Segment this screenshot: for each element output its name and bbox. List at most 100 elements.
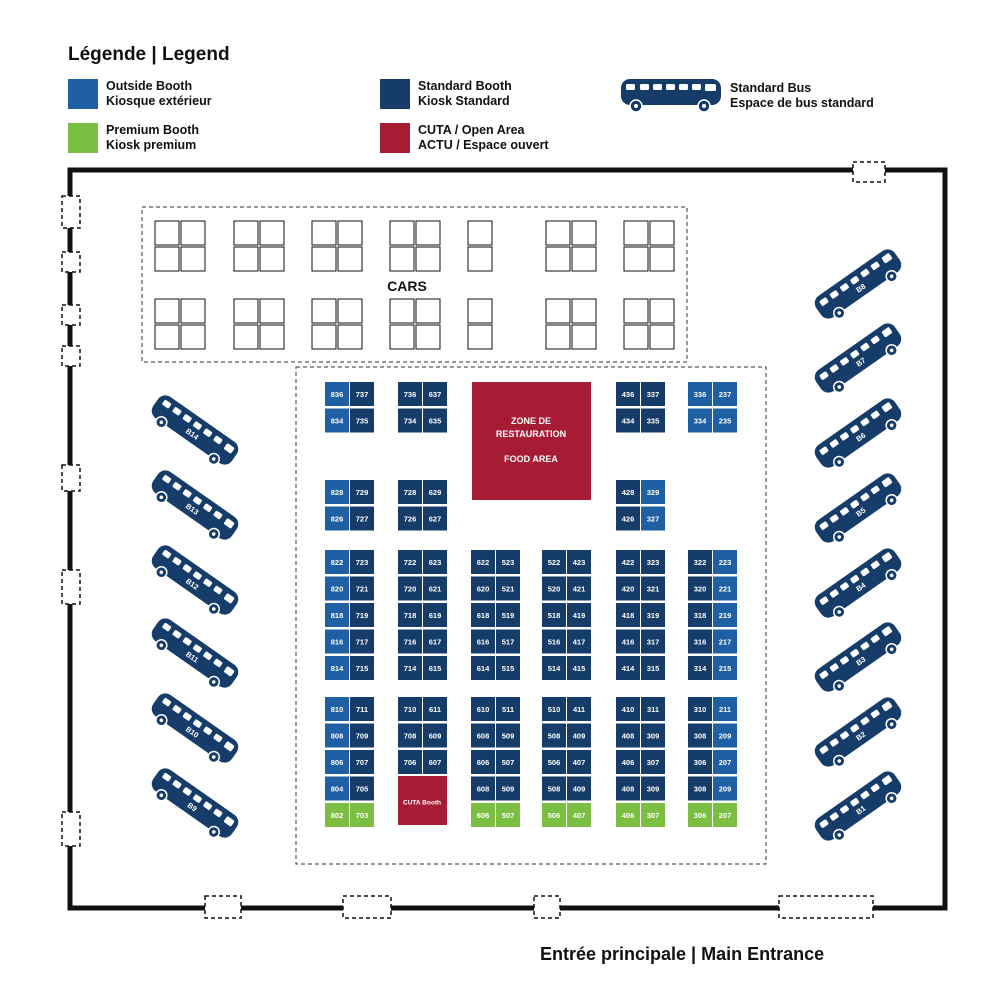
booth[interactable]: 306 <box>688 750 712 774</box>
booth[interactable]: 806 <box>325 750 349 774</box>
booth[interactable]: 721 <box>350 576 374 601</box>
bus-space[interactable]: B10 <box>145 690 242 771</box>
bus-space[interactable]: B7 <box>811 320 908 401</box>
booth[interactable]: 419 <box>567 603 591 627</box>
booth[interactable]: 506 <box>542 750 566 774</box>
bus-space[interactable]: B1 <box>811 768 908 849</box>
booth[interactable]: 710 <box>398 697 422 721</box>
booth[interactable]: 423 <box>567 550 591 574</box>
booth[interactable]: 308 <box>688 776 712 801</box>
bus-space[interactable]: B14 <box>145 392 242 473</box>
booth[interactable]: 621 <box>423 576 447 601</box>
booth[interactable]: 608 <box>471 776 495 801</box>
booth[interactable]: 334 <box>688 408 712 433</box>
booth[interactable]: 521 <box>496 576 520 601</box>
booth[interactable]: 311 <box>641 697 665 721</box>
booth[interactable]: 308 <box>688 723 712 748</box>
booth[interactable]: 834 <box>325 408 349 433</box>
booth[interactable]: 322 <box>688 550 712 574</box>
booth[interactable]: 416 <box>616 629 640 654</box>
booth[interactable]: 518 <box>542 603 566 627</box>
booth[interactable]: 828 <box>325 480 349 504</box>
booth[interactable]: 315 <box>641 656 665 680</box>
booth[interactable]: 223 <box>713 550 737 574</box>
booth[interactable]: 723 <box>350 550 374 574</box>
booth[interactable]: 306 <box>688 803 712 827</box>
booth[interactable]: 708 <box>398 723 422 748</box>
booth[interactable]: 329 <box>641 480 665 504</box>
booth[interactable]: 716 <box>398 629 422 654</box>
booth[interactable]: 614 <box>471 656 495 680</box>
booth[interactable]: 217 <box>713 629 737 654</box>
booth[interactable]: 406 <box>616 750 640 774</box>
booth[interactable]: 629 <box>423 480 447 504</box>
bus-space[interactable]: B4 <box>811 545 908 626</box>
booth[interactable]: 622 <box>471 550 495 574</box>
booth[interactable]: 619 <box>423 603 447 627</box>
booth[interactable]: 406 <box>616 803 640 827</box>
booth[interactable]: 722 <box>398 550 422 574</box>
booth[interactable]: 408 <box>616 776 640 801</box>
booth[interactable]: 327 <box>641 506 665 531</box>
booth[interactable]: 307 <box>641 750 665 774</box>
booth[interactable]: 706 <box>398 750 422 774</box>
booth[interactable]: 519 <box>496 603 520 627</box>
booth[interactable]: 620 <box>471 576 495 601</box>
booth[interactable]: 635 <box>423 408 447 433</box>
booth[interactable]: 814 <box>325 656 349 680</box>
booth[interactable]: 207 <box>713 803 737 827</box>
booth[interactable]: 414 <box>616 656 640 680</box>
booth[interactable]: 434 <box>616 408 640 433</box>
booth[interactable]: 314 <box>688 656 712 680</box>
booth[interactable]: 415 <box>567 656 591 680</box>
booth[interactable]: 810 <box>325 697 349 721</box>
booth[interactable]: 426 <box>616 506 640 531</box>
booth[interactable]: 608 <box>471 723 495 748</box>
booth[interactable]: 737 <box>350 382 374 406</box>
booth[interactable]: 520 <box>542 576 566 601</box>
booth[interactable]: 709 <box>350 723 374 748</box>
booth[interactable]: 711 <box>350 697 374 721</box>
bus-space[interactable]: B8 <box>811 246 908 327</box>
booth[interactable]: 407 <box>567 750 591 774</box>
booth[interactable]: 728 <box>398 480 422 504</box>
booth[interactable]: 523 <box>496 550 520 574</box>
booth[interactable]: 715 <box>350 656 374 680</box>
booth[interactable]: 618 <box>471 603 495 627</box>
booth[interactable]: 726 <box>398 506 422 531</box>
booth[interactable]: 736 <box>398 382 422 406</box>
booth[interactable]: 719 <box>350 603 374 627</box>
booth[interactable]: 717 <box>350 629 374 654</box>
booth[interactable]: 420 <box>616 576 640 601</box>
bus-space[interactable]: B5 <box>811 470 908 551</box>
booth[interactable]: 209 <box>713 776 737 801</box>
booth[interactable]: 515 <box>496 656 520 680</box>
bus-space[interactable]: B11 <box>145 615 242 696</box>
booth[interactable]: 335 <box>641 408 665 433</box>
bus-space[interactable]: B9 <box>145 765 242 846</box>
booth[interactable]: 514 <box>542 656 566 680</box>
booth[interactable]: 323 <box>641 550 665 574</box>
booth[interactable]: 219 <box>713 603 737 627</box>
booth[interactable]: 321 <box>641 576 665 601</box>
booth[interactable]: 818 <box>325 603 349 627</box>
booth[interactable]: 317 <box>641 629 665 654</box>
booth[interactable]: 422 <box>616 550 640 574</box>
booth[interactable]: 235 <box>713 408 737 433</box>
booth[interactable]: 607 <box>423 750 447 774</box>
booth[interactable]: 610 <box>471 697 495 721</box>
bus-space[interactable]: B12 <box>145 542 242 623</box>
booth[interactable]: 507 <box>496 803 520 827</box>
booth[interactable]: 409 <box>567 723 591 748</box>
booth[interactable]: 637 <box>423 382 447 406</box>
booth[interactable]: 509 <box>496 776 520 801</box>
bus-space[interactable]: B6 <box>811 395 908 476</box>
booth[interactable]: 510 <box>542 697 566 721</box>
booth[interactable]: 507 <box>496 750 520 774</box>
booth[interactable]: 309 <box>641 723 665 748</box>
booth[interactable]: 436 <box>616 382 640 406</box>
booth[interactable]: 804 <box>325 776 349 801</box>
booth[interactable]: 417 <box>567 629 591 654</box>
booth[interactable]: 516 <box>542 629 566 654</box>
booth[interactable]: 336 <box>688 382 712 406</box>
